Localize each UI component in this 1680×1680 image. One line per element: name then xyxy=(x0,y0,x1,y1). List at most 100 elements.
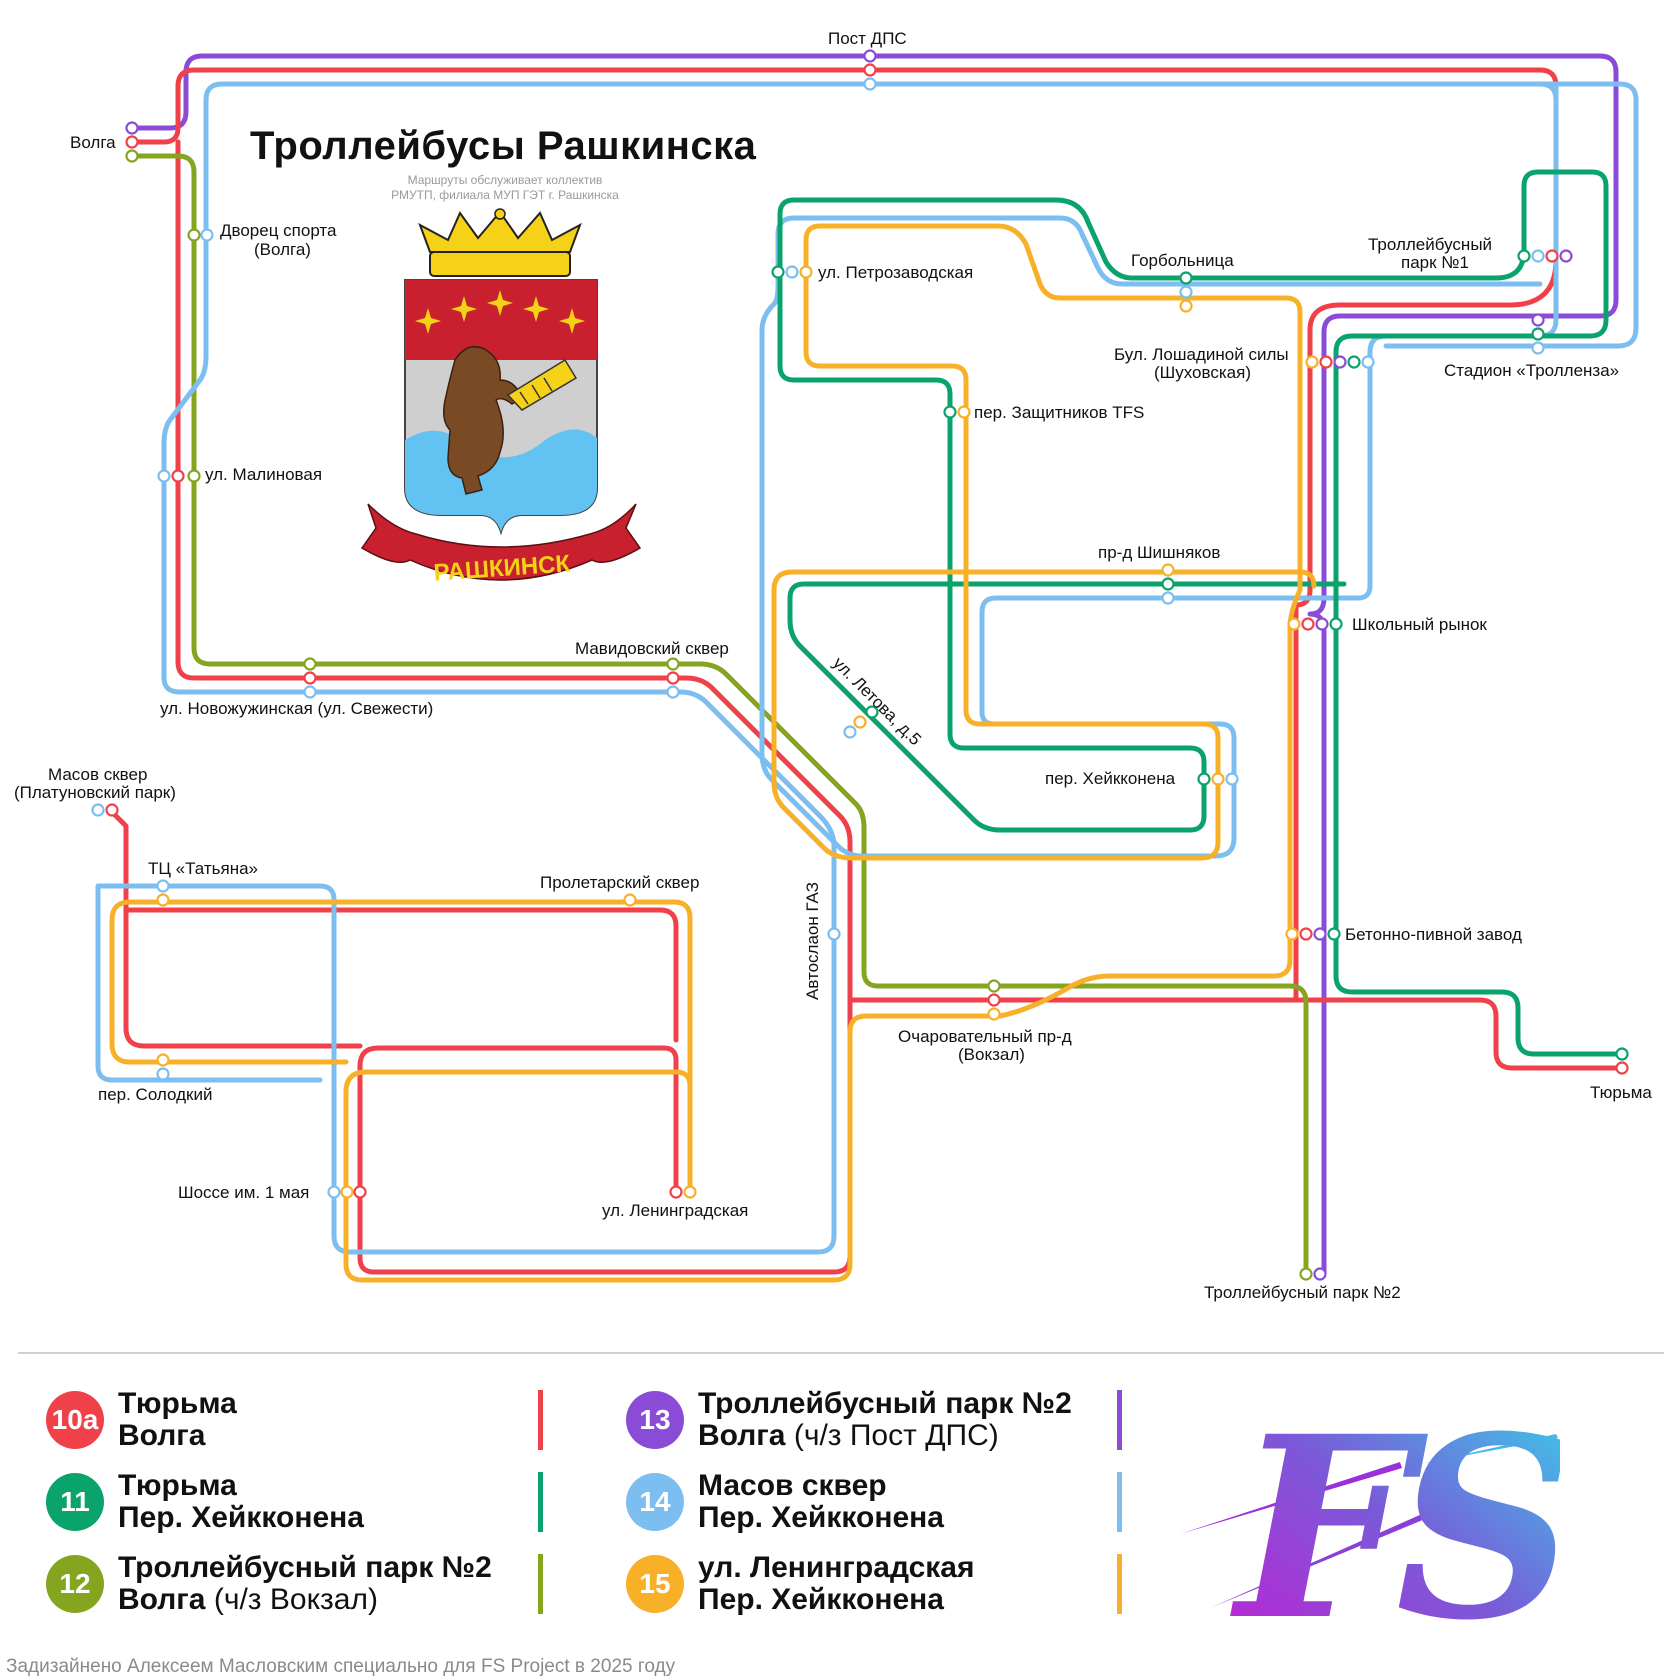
stop-marker[interactable] xyxy=(1615,1061,1629,1075)
route-terminals: Троллейбусный парк №2 Волга (ч/з Вокзал) xyxy=(118,1552,492,1616)
station-label-park1-sub: парк №1 xyxy=(1401,253,1469,272)
stop-marker[interactable] xyxy=(1531,341,1545,355)
stop-marker[interactable] xyxy=(843,725,857,739)
stop-marker[interactable] xyxy=(1545,249,1559,263)
stop-marker[interactable] xyxy=(340,1185,354,1199)
stop-marker[interactable] xyxy=(1315,617,1329,631)
stop-marker[interactable] xyxy=(987,1007,1001,1021)
stop-marker[interactable] xyxy=(303,685,317,699)
stop-marker[interactable] xyxy=(1197,772,1211,786)
stop-marker[interactable] xyxy=(1329,617,1343,631)
stop-marker[interactable] xyxy=(666,657,680,671)
route-via: (ч/з Вокзал) xyxy=(213,1583,378,1616)
stop-marker[interactable] xyxy=(1305,355,1319,369)
stop-marker[interactable] xyxy=(865,705,879,719)
stop-marker[interactable] xyxy=(771,265,785,279)
stop-marker[interactable] xyxy=(1287,617,1301,631)
stop-marker[interactable] xyxy=(669,1185,683,1199)
stop-marker[interactable] xyxy=(1531,327,1545,341)
stop-marker[interactable] xyxy=(1347,355,1361,369)
stop-marker[interactable] xyxy=(125,149,139,163)
stop-marker[interactable] xyxy=(1615,1047,1629,1061)
stop-marker[interactable] xyxy=(1301,617,1315,631)
stop-marker[interactable] xyxy=(1161,563,1175,577)
stop-marker[interactable] xyxy=(1211,772,1225,786)
stop-marker[interactable] xyxy=(666,671,680,685)
stop-marker[interactable] xyxy=(125,135,139,149)
stop-marker[interactable] xyxy=(125,121,139,135)
lyre-icon xyxy=(506,358,578,411)
stop-marker[interactable] xyxy=(1285,927,1299,941)
stop-marker[interactable] xyxy=(987,979,1001,993)
stop-marker[interactable] xyxy=(91,803,105,817)
route-terminals: Масов сквер Пер. Хейкконена xyxy=(698,1470,944,1534)
route-color-bar xyxy=(1117,1472,1122,1532)
stop-marker[interactable] xyxy=(1313,1267,1327,1281)
legend-route-11[interactable]: 11 Тюрьма Пер. Хейкконена xyxy=(46,1470,364,1534)
stop-marker[interactable] xyxy=(987,993,1001,1007)
stop-marker[interactable] xyxy=(1327,927,1341,941)
route-badge: 12 xyxy=(46,1555,104,1613)
terminal-1: Тюрьма xyxy=(118,1387,237,1420)
stop-marker[interactable] xyxy=(105,803,119,817)
stop-marker[interactable] xyxy=(303,657,317,671)
stop-marker[interactable] xyxy=(943,405,957,419)
stop-marker[interactable] xyxy=(863,77,877,91)
terminal-2-name: Пер. Хейкконена xyxy=(698,1501,944,1534)
stop-marker[interactable] xyxy=(303,671,317,685)
legend-route-13[interactable]: 13 Троллейбусный парк №2 Волга (ч/з Пост… xyxy=(626,1388,1072,1452)
stop-marker[interactable] xyxy=(827,927,841,941)
stop-marker[interactable] xyxy=(156,1053,170,1067)
legend-route-10a[interactable]: 10a Тюрьма Волга xyxy=(46,1388,237,1452)
station-label-tatyana: ТЦ «Татьяна» xyxy=(148,859,258,878)
stop-marker[interactable] xyxy=(1319,355,1333,369)
stop-marker[interactable] xyxy=(157,469,171,483)
legend-route-14[interactable]: 14 Масов сквер Пер. Хейкконена xyxy=(626,1470,944,1534)
terminal-2-name: Пер. Хейкконена xyxy=(698,1583,944,1616)
logo-text: FS xyxy=(1230,1384,1560,1634)
stop-marker[interactable] xyxy=(1313,927,1327,941)
stop-marker[interactable] xyxy=(1531,249,1545,263)
stop-marker[interactable] xyxy=(187,228,201,242)
stop-marker[interactable] xyxy=(156,893,170,907)
stop-marker[interactable] xyxy=(327,1185,341,1199)
stop-marker[interactable] xyxy=(863,49,877,63)
route-badge: 14 xyxy=(626,1473,684,1531)
stop-marker[interactable] xyxy=(799,265,813,279)
station-label-heikkonena: пер. Хейкконена xyxy=(1045,769,1176,788)
stop-marker[interactable] xyxy=(623,893,637,907)
stop-marker[interactable] xyxy=(1161,577,1175,591)
stop-marker[interactable] xyxy=(853,715,867,729)
legend-route-15[interactable]: 15 ул. Ленинградская Пер. Хейкконена xyxy=(626,1552,974,1616)
stop-marker[interactable] xyxy=(156,879,170,893)
stop-marker[interactable] xyxy=(785,265,799,279)
stop-marker[interactable] xyxy=(1299,927,1313,941)
terminal-2: Волга (ч/з Пост ДПС) xyxy=(698,1420,1072,1452)
station-label-mavidovsky: Мавидовский сквер xyxy=(575,639,729,658)
stop-marker[interactable] xyxy=(1179,299,1193,313)
stop-marker[interactable] xyxy=(1225,772,1239,786)
stop-marker[interactable] xyxy=(1361,355,1375,369)
stop-marker[interactable] xyxy=(1517,249,1531,263)
stop-marker[interactable] xyxy=(683,1185,697,1199)
stop-marker[interactable] xyxy=(1179,271,1193,285)
legend-route-12[interactable]: 12 Троллейбусный парк №2 Волга (ч/з Вокз… xyxy=(46,1552,492,1616)
stop-marker[interactable] xyxy=(171,469,185,483)
stop-marker[interactable] xyxy=(863,63,877,77)
stop-marker[interactable] xyxy=(200,228,214,242)
stop-marker[interactable] xyxy=(1531,313,1545,327)
station-label-masov: Масов сквер xyxy=(48,765,147,784)
stop-marker[interactable] xyxy=(353,1185,367,1199)
stop-marker[interactable] xyxy=(187,469,201,483)
stop-marker[interactable] xyxy=(1333,355,1347,369)
stop-marker[interactable] xyxy=(1559,249,1573,263)
stop-marker[interactable] xyxy=(156,1067,170,1081)
stop-marker[interactable] xyxy=(957,405,971,419)
stop-marker[interactable] xyxy=(1179,285,1193,299)
stop-marker[interactable] xyxy=(1161,591,1175,605)
stop-marker[interactable] xyxy=(1299,1267,1313,1281)
station-label-proletarsky: Пролетарский сквер xyxy=(540,873,699,892)
stop-marker[interactable] xyxy=(666,685,680,699)
terminal-1: Троллейбусный парк №2 xyxy=(698,1387,1072,1420)
terminal-1: Тюрьма xyxy=(118,1469,237,1502)
